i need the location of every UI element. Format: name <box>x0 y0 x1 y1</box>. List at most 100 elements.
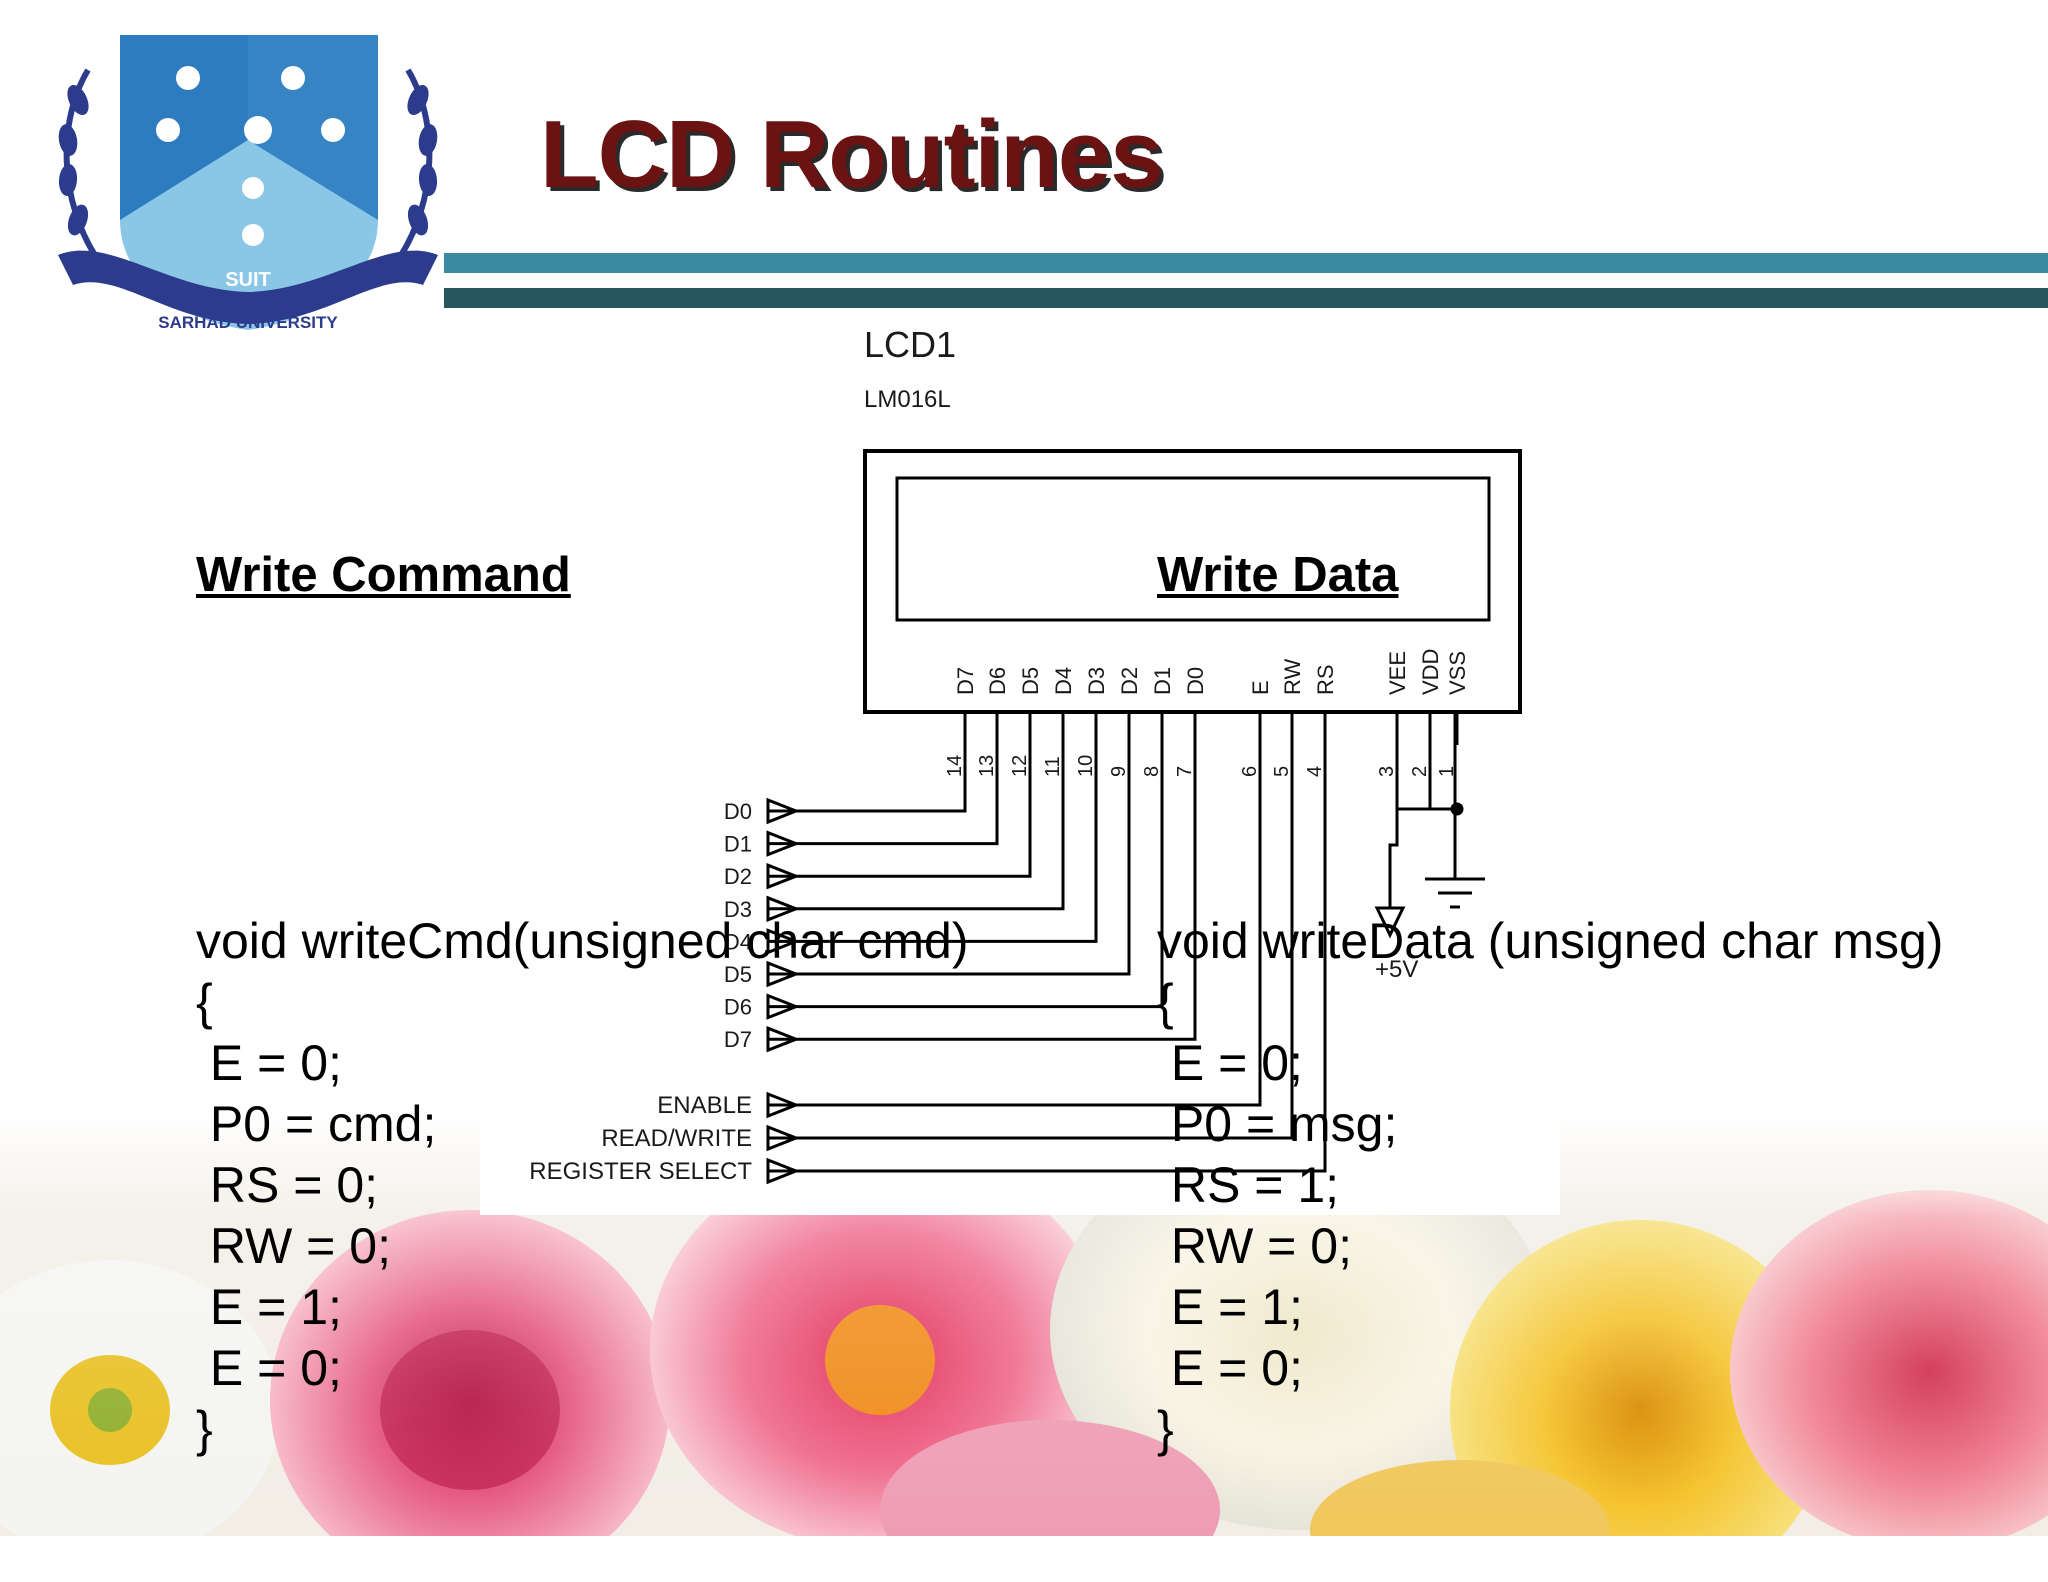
pin-number: 13 <box>976 755 998 777</box>
header-bar-light <box>444 253 2048 273</box>
pin-label: D0 <box>1183 667 1208 695</box>
pin-number: 1 <box>1436 766 1458 777</box>
cmd-line: P0 = cmd; <box>196 1096 437 1152</box>
lcd-body <box>863 449 1522 714</box>
data-input-label: D7 <box>724 1027 752 1052</box>
write-command-code: void writeCmd(unsigned char cmd){ E = 0;… <box>196 911 969 1460</box>
component-name: LCD1 <box>864 325 956 365</box>
control-wire <box>768 745 1327 1173</box>
input-port-icon <box>766 1124 801 1152</box>
control-wire <box>768 745 1294 1140</box>
input-port-icon <box>766 993 801 1020</box>
data-line: E = 0; <box>1157 1340 1303 1396</box>
pin-label: D1 <box>1150 667 1175 695</box>
pin-number: 14 <box>944 755 966 777</box>
logo-ring-text: SARHAD UNIVERSITY <box>158 313 338 332</box>
pin-number: 12 <box>1009 755 1031 777</box>
pin-number: 7 <box>1174 766 1196 777</box>
data-line: E = 1; <box>1157 1279 1303 1335</box>
pin-label: VDD <box>1418 649 1443 695</box>
data-input-label: D3 <box>724 897 752 922</box>
pin-label: D3 <box>1084 667 1109 695</box>
pin-number: 9 <box>1108 766 1130 777</box>
pin-number: 4 <box>1304 766 1326 777</box>
cmd-line: E = 0; <box>196 1340 342 1396</box>
pin-label: D6 <box>985 667 1010 695</box>
input-port-icon <box>766 960 801 988</box>
data-line: RW = 0; <box>1157 1218 1352 1274</box>
pin-number: 8 <box>1141 766 1163 777</box>
pin-label: D2 <box>1117 667 1142 695</box>
pin-number: 5 <box>1271 766 1293 777</box>
slide: SUIT SARHAD UNIVERSITY LCD Routines LCD1… <box>0 35 2048 1536</box>
pin-number: 3 <box>1376 766 1398 777</box>
cmd-line: RS = 0; <box>196 1157 379 1213</box>
data-input-label: D4 <box>724 929 752 954</box>
pin-label: E <box>1248 680 1273 695</box>
pin-label: VEE <box>1385 651 1410 695</box>
data-wire <box>768 745 1065 911</box>
write-data-code: void writeData (unsigned char msg){ E = … <box>1157 911 1943 1460</box>
data-input-label: D5 <box>724 962 752 987</box>
input-port-icon <box>766 830 801 857</box>
input-port-icon <box>766 1157 801 1185</box>
power-wiring <box>1374 712 1485 939</box>
power-label: +5V <box>1375 956 1418 983</box>
data-wire <box>768 745 999 846</box>
cmd-line: void writeCmd(unsigned char cmd) <box>196 913 969 969</box>
header-bar-dark <box>444 288 2048 308</box>
pin-label: D7 <box>953 667 978 695</box>
data-line: P0 = msg; <box>1157 1096 1398 1152</box>
schematic-background <box>480 325 1560 1215</box>
data-line: E = 0; <box>1157 1035 1303 1091</box>
cmd-line: E = 1; <box>196 1279 342 1335</box>
data-input-label: D6 <box>724 995 752 1020</box>
data-line: RS = 1; <box>1157 1157 1340 1213</box>
data-input-label: D0 <box>724 799 752 824</box>
component-model: LM016L <box>864 386 951 413</box>
input-port-icon <box>766 895 801 923</box>
data-input-label: D2 <box>724 864 752 889</box>
control-input-label: READ/WRITE <box>601 1125 752 1152</box>
input-port-icon <box>766 1025 801 1053</box>
data-wire <box>768 745 1164 1009</box>
pin-label: RW <box>1280 659 1305 695</box>
data-wire <box>768 745 1032 878</box>
pin-label: D4 <box>1051 667 1076 695</box>
data-wire <box>768 745 1131 976</box>
write-command-block: Write Command void writeCmd(unsigned cha… <box>196 423 969 1582</box>
pin-number: 10 <box>1075 755 1097 777</box>
data-line: { <box>1157 974 1174 1030</box>
cmd-line: } <box>196 1401 213 1457</box>
pin-label: RS <box>1313 664 1338 695</box>
cmd-line: E = 0; <box>196 1035 342 1091</box>
input-port-icon <box>766 1091 801 1119</box>
data-wire <box>768 745 967 813</box>
write-data-heading: Write Data <box>1157 548 1399 602</box>
pin-number: 11 <box>1042 756 1064 777</box>
pin-label: D5 <box>1018 667 1043 695</box>
control-wire <box>768 745 1262 1107</box>
data-input-label: D1 <box>724 832 752 857</box>
data-line: void writeData (unsigned char msg) <box>1157 913 1944 969</box>
data-wire <box>768 745 1098 943</box>
cmd-line: { <box>196 974 213 1030</box>
sarhad-university-logo: SUIT SARHAD UNIVERSITY <box>58 35 438 332</box>
control-input-label: REGISTER SELECT <box>529 1158 752 1185</box>
write-data-block: Write Data void writeData (unsigned char… <box>1157 423 1943 1582</box>
control-input-label: ENABLE <box>657 1092 752 1119</box>
lcd-display-window <box>895 476 1491 622</box>
write-command-heading: Write Command <box>196 548 571 602</box>
data-line: } <box>1157 1401 1174 1457</box>
pin-label: VSS <box>1445 651 1470 695</box>
input-port-icon <box>766 928 801 955</box>
pin-number: 2 <box>1409 766 1431 777</box>
input-port-icon <box>766 797 801 825</box>
cmd-line: RW = 0; <box>196 1218 391 1274</box>
logo-suit-text: SUIT <box>225 269 271 291</box>
pin-number: 6 <box>1239 766 1261 777</box>
slide-title: LCD Routines <box>540 101 1164 208</box>
data-wire <box>768 745 1197 1041</box>
input-port-icon <box>766 862 801 890</box>
